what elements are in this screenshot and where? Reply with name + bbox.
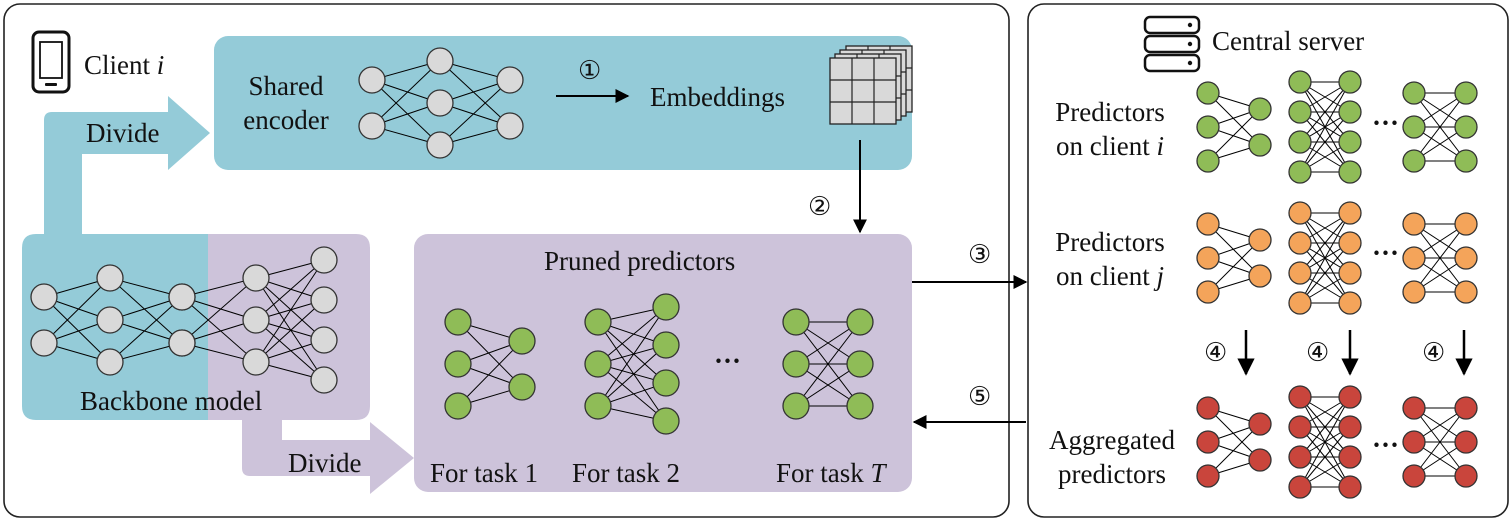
predictors-client-j-label: Predictors on client j: [1055, 227, 1165, 291]
server-ellipsis-i: ···: [1372, 108, 1400, 138]
step1-marker: ①: [578, 56, 602, 86]
shared-encoder-label: Shared encoder: [243, 71, 329, 135]
server-icon: [1143, 15, 1201, 73]
task-1-predictor: [444, 308, 536, 420]
step4-marker-2: ④: [1306, 338, 1330, 368]
predictor-client-i-1: [1196, 81, 1272, 173]
divide-arrow-top: [44, 96, 210, 236]
embeddings-icon: [829, 45, 913, 125]
divide-arrow-bottom: [242, 418, 414, 494]
predictor-client-i-3: [1402, 81, 1478, 173]
divide-label-top: Divide: [86, 118, 160, 148]
predictor-client-j-3: [1402, 212, 1478, 304]
aggregated-predictors-label: Aggregated predictors: [1049, 425, 1175, 489]
shared-encoder-box: [214, 36, 912, 170]
step5-marker: ⑤: [968, 382, 992, 412]
server-panel: [1027, 3, 1509, 518]
step4-marker-1: ④: [1204, 338, 1228, 368]
predictor-client-i-2: [1288, 70, 1362, 184]
backbone-label: Backbone model: [80, 386, 263, 416]
aggregated-predictor-1: [1196, 396, 1272, 488]
server-ellipsis-agg: ···: [1372, 430, 1400, 460]
shared-encoder-net: [358, 47, 524, 159]
task-label-1: For task 1: [430, 458, 538, 488]
pruned-predictors-label: Pruned predictors: [544, 246, 736, 276]
step2-marker: ②: [808, 192, 832, 222]
predictor-client-j-2: [1288, 201, 1362, 315]
backbone-predictor-net: [168, 246, 338, 394]
aggregated-predictor-2: [1288, 385, 1362, 499]
pruned-predictors-box: [414, 234, 912, 492]
task-label-T: For task T: [776, 458, 886, 488]
task-T-predictor: [782, 308, 874, 420]
step4-marker-3: ④: [1422, 338, 1446, 368]
task-ellipsis: ···: [714, 346, 742, 376]
neural-networks: [30, 47, 1478, 499]
task-label-2: For task 2: [572, 458, 680, 488]
server-label: Central server: [1212, 26, 1365, 56]
embeddings-label: Embeddings: [650, 82, 785, 112]
predictor-client-j-1: [1196, 212, 1272, 304]
client-label: Client i: [84, 50, 165, 80]
aggregated-predictor-3: [1402, 396, 1478, 488]
server-ellipsis-j: ···: [1372, 238, 1400, 268]
step3-marker: ③: [968, 240, 992, 270]
task-2-predictor: [584, 293, 680, 435]
client-panel: [3, 3, 1010, 518]
phone-icon: [31, 30, 71, 94]
divide-label-bottom: Divide: [288, 448, 362, 478]
predictors-client-i-label: Predictors on client i: [1055, 97, 1165, 161]
